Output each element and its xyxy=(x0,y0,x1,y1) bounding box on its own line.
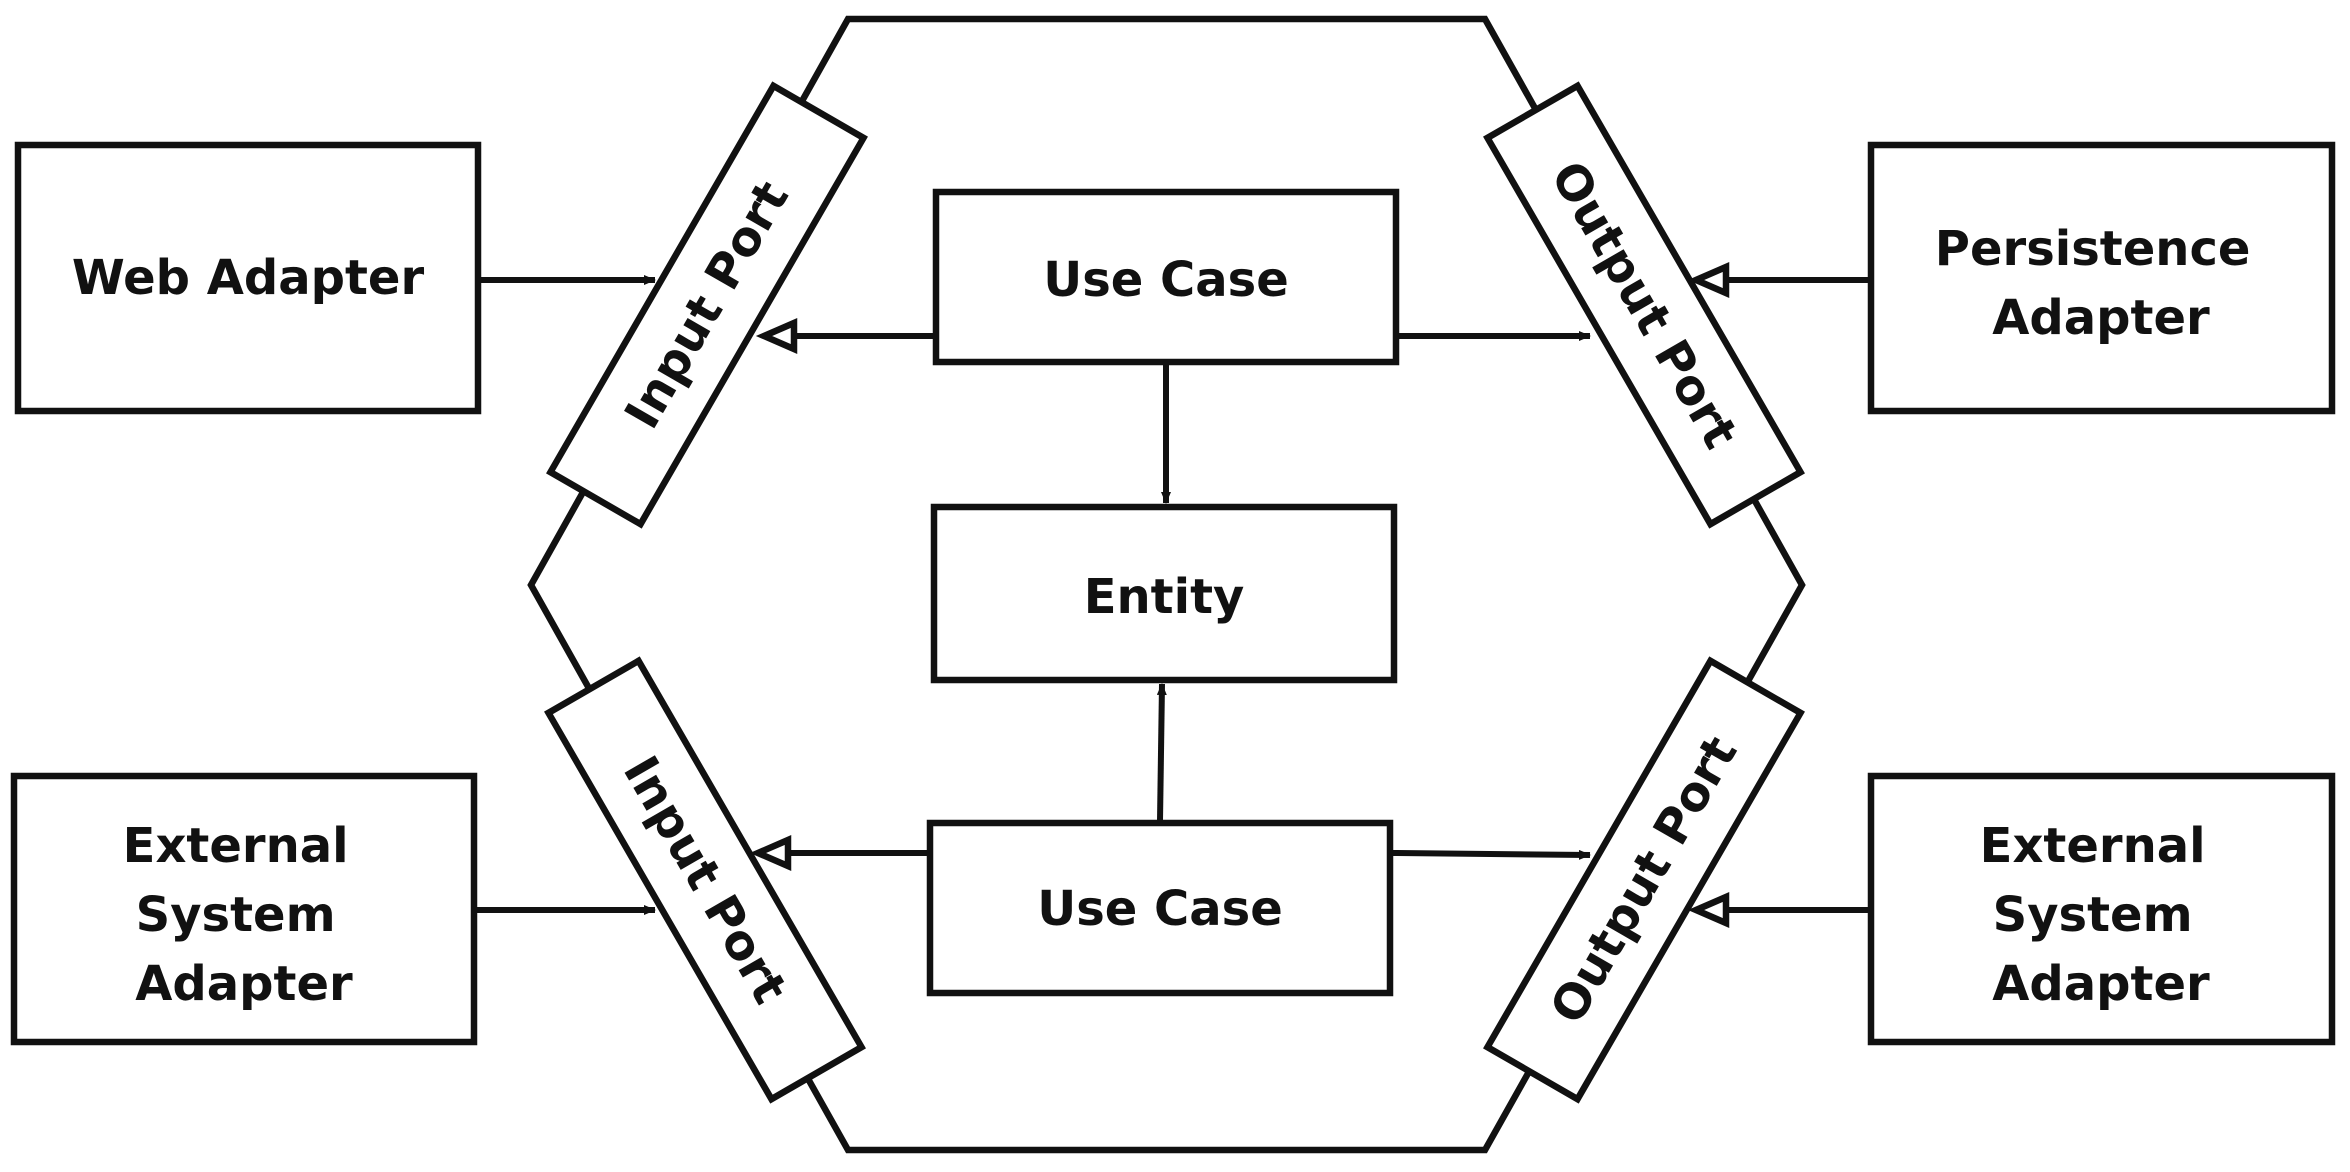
arrow-use-case-top-implements-input-port xyxy=(755,318,934,354)
external-system-adapter-left: External System Adapter xyxy=(10,772,478,1046)
implementation-arrows xyxy=(749,262,1869,928)
external-system-adapter-left-label: External System Adapter xyxy=(123,818,366,1012)
input-port-bottom: Input Port xyxy=(544,656,866,1104)
dependency-arrows xyxy=(476,275,1591,915)
use-case-top: Use Case xyxy=(932,188,1400,366)
persistence-adapter: Persistence Adapter xyxy=(1867,141,2336,415)
web-adapter-label: Web Adapter xyxy=(72,250,425,306)
use-case-bottom-label: Use Case xyxy=(1037,881,1283,937)
arrow-use-case-bottom-implements-input-port xyxy=(749,835,928,871)
arrow-use-case-bottom-to-output-port xyxy=(1391,849,1591,860)
external-system-adapter-right: External System Adapter xyxy=(1867,772,2336,1046)
use-case-bottom: Use Case xyxy=(926,819,1394,997)
entity: Entity xyxy=(930,503,1398,684)
output-port-bottom: Output Port xyxy=(1483,656,1805,1104)
web-adapter: Web Adapter xyxy=(14,141,482,415)
arrow-persistence-adapter-implements-output-port xyxy=(1687,262,1869,298)
application-hexagon xyxy=(527,15,1806,1154)
output-port-top: Output Port xyxy=(1483,81,1805,529)
persistence-adapter-label: Persistence Adapter xyxy=(1935,221,2267,346)
input-port-top: Input Port xyxy=(546,81,868,529)
use-case-top-label: Use Case xyxy=(1043,252,1289,308)
entity-label: Entity xyxy=(1084,569,1245,625)
external-system-adapter-right-label: External System Adapter xyxy=(1980,818,2223,1012)
arrow-external-adapter-implements-output-port xyxy=(1687,892,1869,928)
arrow-use-case-bottom-to-entity xyxy=(1156,683,1167,822)
